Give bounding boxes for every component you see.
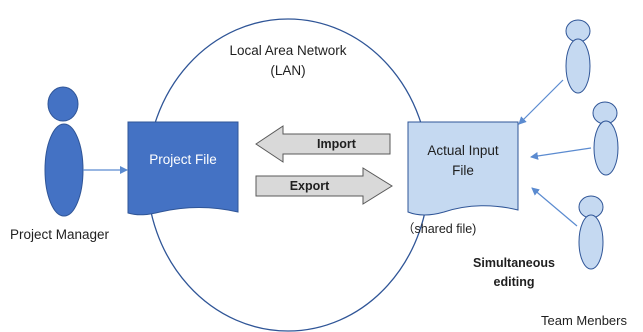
import-arrow bbox=[255, 125, 391, 163]
team-member-body bbox=[565, 38, 591, 94]
project-manager-figure bbox=[44, 86, 84, 217]
lan-title: Local Area Network (LAN) bbox=[212, 41, 364, 81]
team-members-label: Team Menbers bbox=[541, 313, 627, 328]
import-label: Import bbox=[317, 137, 356, 151]
simultaneous-editing-line2: editing bbox=[493, 275, 535, 289]
project-file-label: Project File bbox=[149, 152, 217, 167]
lan-title-line1: Local Area Network bbox=[229, 43, 347, 58]
team-member-figure bbox=[592, 101, 619, 176]
team-member-figure bbox=[578, 195, 604, 270]
actual-input-file-line1: Actual Input bbox=[427, 143, 499, 158]
member-to-shared-file-connector bbox=[518, 79, 564, 125]
project-manager-body bbox=[44, 123, 84, 217]
simultaneous-editing-label: Simultaneous editing bbox=[459, 254, 569, 292]
simultaneous-editing-line1: Simultaneous bbox=[473, 256, 555, 270]
project-file-document bbox=[127, 121, 239, 216]
actual-input-file-line2: File bbox=[452, 163, 474, 178]
shared-file-note: （shared file) bbox=[402, 222, 477, 236]
member-to-shared-file-connector bbox=[530, 147, 592, 160]
team-member-figure bbox=[565, 19, 591, 94]
project-manager-label: Project Manager bbox=[10, 227, 110, 242]
member-to-shared-file-connector bbox=[531, 187, 578, 227]
export-label: Export bbox=[289, 179, 330, 193]
lan-title-line2: (LAN) bbox=[270, 63, 306, 78]
export-arrow bbox=[255, 167, 393, 205]
project-manager-head bbox=[47, 86, 79, 122]
team-member-body bbox=[578, 214, 604, 270]
actual-input-file-label: Actual Input File bbox=[408, 141, 518, 181]
team-member-body bbox=[593, 120, 619, 176]
actual-input-file-document bbox=[407, 121, 519, 216]
